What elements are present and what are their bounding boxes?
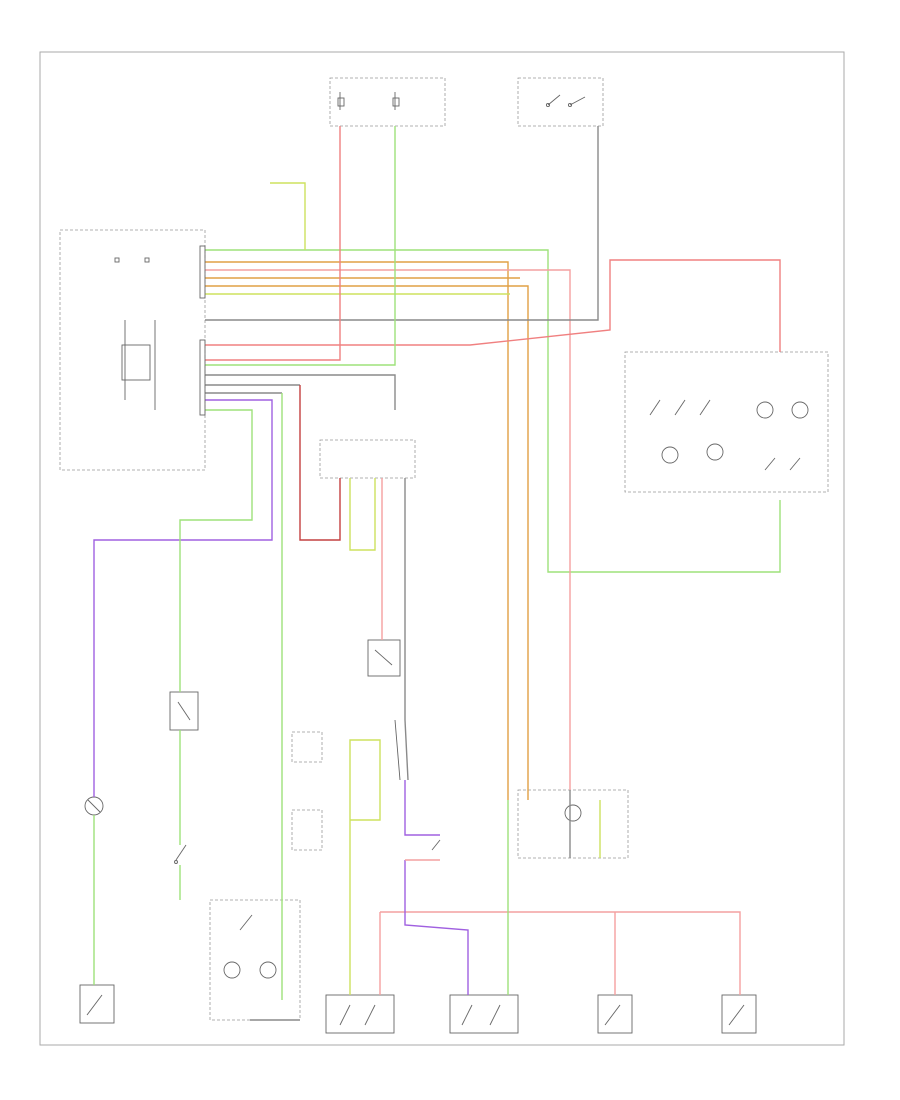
wire-green-left [179,409,253,692]
door-switch-left [169,691,199,731]
dome-lamp-module [517,789,629,859]
wire-gray-ignition [205,126,599,321]
courtesy-lamp-left [84,796,104,816]
wire-orange-harness-4 [205,285,529,800]
wire-red-to-module [205,259,781,352]
wire-purple [93,399,273,797]
instrument-module-right [624,351,829,493]
wire-gray-relay [404,478,409,781]
door-switch-rear-right [721,994,757,1034]
wire-yellow-junction [349,478,376,551]
wire-yellow-bottom [349,739,381,995]
key-switch [291,719,441,851]
relay-center [367,639,401,677]
door-switch-front-right [449,994,519,1034]
wire-purple-drop [404,860,469,995]
door-ajar-switch-left [174,844,187,864]
wire-darkred-junction [299,385,341,541]
wire-green-fuse [205,126,396,366]
wire-red-fuse [205,126,341,361]
fuse-block-top [329,77,446,127]
wire-purple-bottom [404,780,440,836]
control-module-left [59,229,206,471]
wire-green-harness [205,249,781,573]
door-switch-front-left [325,994,395,1034]
door-switch-rear-left [597,994,633,1034]
junction-connector-center [319,439,416,479]
power-module-bottom [209,899,301,1021]
wire-gray-mid-1 [205,374,396,410]
diagram-border [39,51,845,1046]
connector-pins-left-module [114,245,206,416]
wire-yellow-top [270,182,306,250]
wire-orange-harness-1 [205,261,509,800]
ignition-switch [517,77,604,127]
wire-pink-bottom-bus [380,911,741,995]
wire-pink-harness-2 [205,269,571,790]
liftgate-switch [79,984,115,1024]
